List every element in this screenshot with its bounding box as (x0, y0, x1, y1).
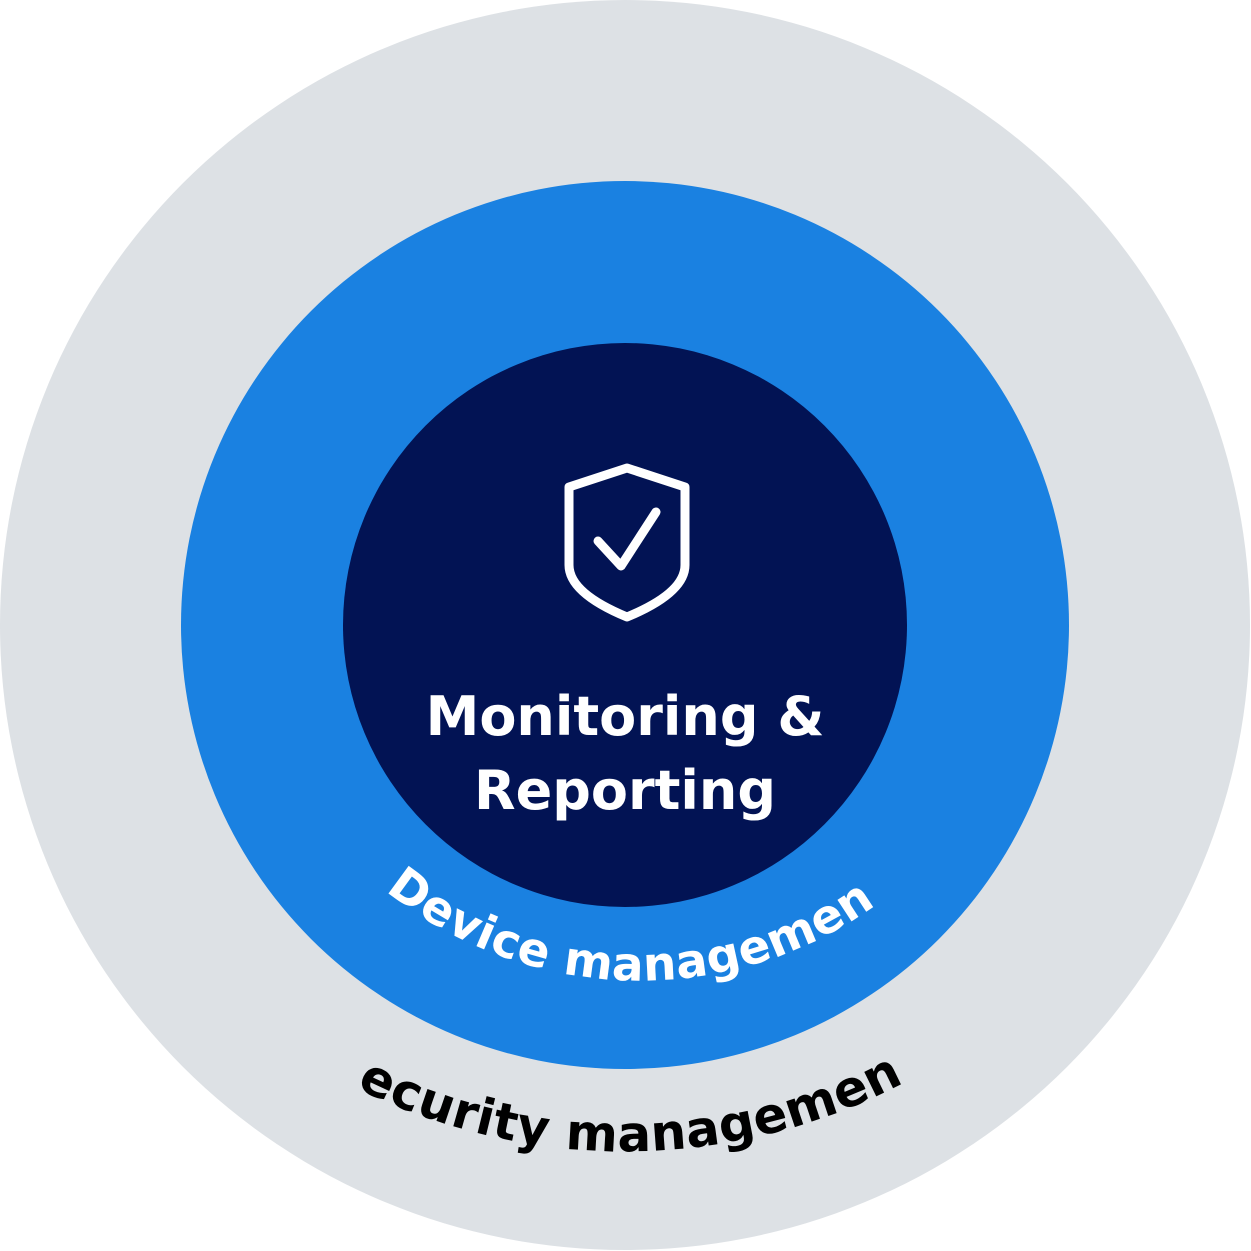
core-title: Monitoring & Reporting (375, 680, 875, 828)
shield-check-icon (564, 463, 690, 622)
core-title-line1: Monitoring & (425, 685, 825, 748)
core-title-line2: Reporting (473, 759, 776, 822)
core-circle-monitoring (343, 343, 907, 907)
